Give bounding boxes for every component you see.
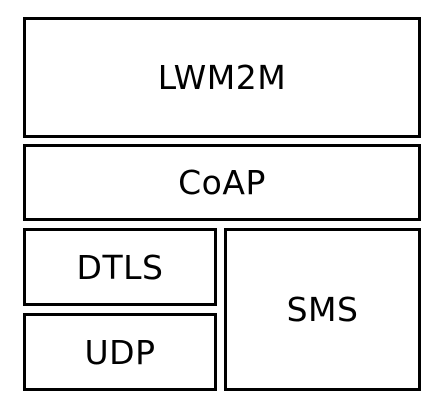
layer-lwm2m-label: LWM2M — [157, 58, 287, 97]
layer-udp-box: UDP — [23, 313, 217, 391]
layer-sms-label: SMS — [286, 290, 359, 329]
layer-coap-box: CoAP — [23, 144, 421, 221]
layer-dtls-label: DTLS — [76, 247, 164, 287]
layer-coap-label: CoAP — [178, 163, 266, 202]
layer-lwm2m-box: LWM2M — [23, 17, 421, 138]
layer-udp-label: UDP — [84, 332, 156, 372]
layer-sms-box: SMS — [224, 228, 421, 391]
layer-dtls-box: DTLS — [23, 228, 217, 306]
